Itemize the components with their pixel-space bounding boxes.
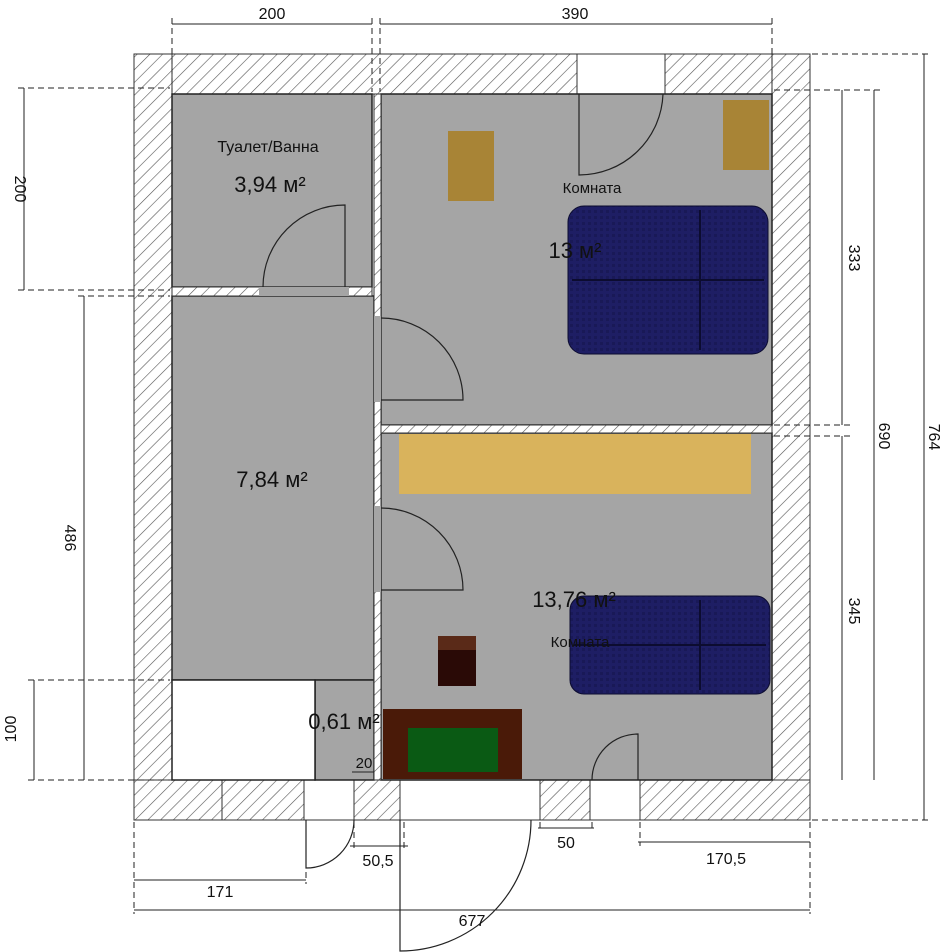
dim-right-upper: 333 [845, 245, 862, 272]
bath-name: Туалет/Ванна [217, 139, 318, 156]
dim-left-lower: 486 [61, 525, 78, 552]
dimension-labels: 200 390 200 486 100 333 345 690 764 20 5… [3, 6, 942, 930]
dim-bottom-171: 171 [207, 884, 234, 901]
hall-area: 7,84 м² [236, 467, 307, 492]
bathroom-floor [171, 93, 373, 288]
furniture [383, 100, 771, 779]
sofa-bottom-icon [569, 595, 771, 695]
dim-right-690: 690 [875, 423, 892, 450]
bottom-room-side-door-icon [380, 507, 464, 591]
vestibule-floor [171, 679, 316, 781]
rug-icon [383, 709, 522, 779]
dim-top-right: 390 [562, 6, 589, 23]
top-room-side-door-icon [380, 317, 464, 401]
door-swings [262, 93, 664, 952]
top-room-name: Комната [563, 180, 622, 197]
dimension-lines [18, 18, 930, 914]
bottom-room-exit-door-icon [591, 733, 639, 781]
cabinet-top-right [723, 100, 769, 170]
dim-wall-20: 20 [356, 755, 373, 772]
small-room-floor [314, 679, 375, 781]
top-room-area: 13 м² [548, 238, 601, 263]
top-door-icon [578, 93, 664, 176]
wall-openings [221, 53, 666, 821]
sofa-top-icon [567, 205, 769, 355]
long-table [399, 434, 751, 494]
dim-right-lower: 345 [845, 598, 862, 625]
bath-door-icon [262, 204, 346, 288]
dim-bottom-677: 677 [459, 913, 486, 930]
chair-icon [438, 636, 476, 686]
dim-left-bottom: 100 [3, 716, 20, 743]
dim-left-upper: 200 [11, 176, 28, 203]
entrance-door-icon [399, 819, 532, 952]
dim-bottom-50-5: 50,5 [362, 853, 393, 870]
hall-floor [171, 295, 375, 681]
dim-top-left: 200 [259, 6, 286, 23]
dim-bottom-170-5: 170,5 [706, 851, 746, 868]
small-room-area: 0,61 м² [308, 709, 379, 734]
bath-area: 3,94 м² [234, 172, 305, 197]
shelf-top-left [448, 131, 494, 201]
vestibule-door-icon [305, 819, 355, 869]
dim-right-764: 764 [925, 424, 942, 451]
room-labels: Туалет/Ванна 3,94 м² Комната 13 м² 7,84 … [217, 139, 622, 734]
dim-bottom-50: 50 [557, 835, 575, 852]
interior-door-gaps [259, 287, 381, 592]
bottom-room-name: Комната [551, 634, 610, 651]
bottom-room-area: 13,76 м² [532, 587, 616, 612]
